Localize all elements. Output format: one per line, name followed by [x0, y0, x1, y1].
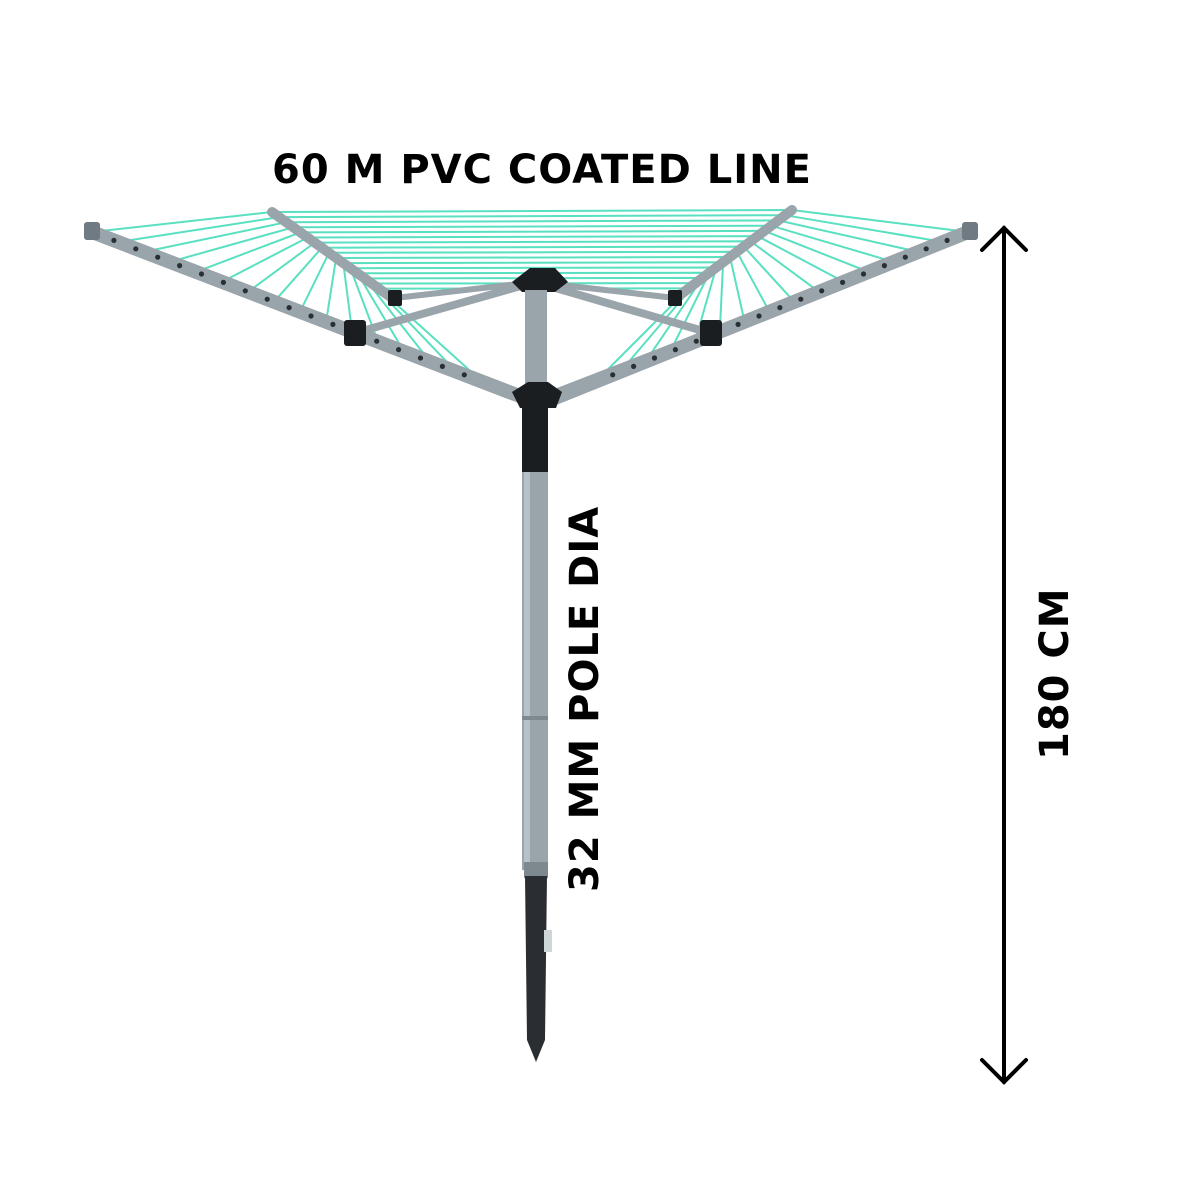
- arm-hole: [944, 237, 950, 243]
- arm-hole: [198, 271, 205, 277]
- clothesline-strand: [325, 255, 746, 323]
- arm-hole: [330, 321, 336, 327]
- pole: [512, 290, 562, 1062]
- arm-hole: [860, 271, 867, 277]
- arm-hole: [840, 279, 846, 285]
- arm-hole: [220, 279, 226, 285]
- arm-end-caps: [84, 222, 978, 240]
- arm-hole: [417, 355, 424, 361]
- arm-brackets: [344, 290, 722, 346]
- clothesline-strand: [348, 266, 718, 343]
- arm-hole: [881, 263, 888, 269]
- clothesline-strand: [195, 229, 870, 273]
- arm-hole: [798, 296, 804, 302]
- arm-hole: [396, 347, 402, 353]
- arm-hole: [610, 372, 616, 378]
- arm-hole: [777, 305, 783, 311]
- arm-hole: [651, 355, 658, 361]
- arm-hole: [308, 313, 314, 319]
- clothesline-strand: [273, 245, 796, 303]
- arm-hole: [133, 246, 139, 252]
- arm-hole: [155, 254, 161, 260]
- top-hub: [512, 268, 568, 292]
- arm-hole: [374, 338, 380, 344]
- arm-hole: [923, 246, 929, 252]
- height-label: 180 CM: [1032, 587, 1078, 760]
- height-dimension-arrow: [980, 225, 1028, 1085]
- arm-hole: [111, 237, 117, 243]
- arm-hole: [902, 254, 908, 260]
- clothesline-strand: [342, 261, 725, 332]
- arm-hole: [461, 372, 467, 378]
- clothesline-strand: [117, 214, 944, 243]
- arm-hole: [264, 296, 270, 302]
- arm-hole: [177, 263, 183, 269]
- clothesline-strand: [143, 219, 919, 253]
- arm-hole: [286, 305, 292, 311]
- arm-hole: [242, 288, 248, 294]
- arm-hole: [819, 288, 825, 294]
- line-length-label: 60 M PVC COATED LINE: [272, 147, 812, 193]
- clothesline-strand: [221, 235, 845, 283]
- clothesline-strand: [247, 240, 820, 293]
- pole-diameter-label: 32 MM POLE DIA: [562, 505, 608, 892]
- clothesline-strand: [169, 224, 894, 263]
- arm-hole: [439, 363, 445, 369]
- arm-hole: [735, 321, 741, 327]
- clothesline-strand: [91, 208, 969, 233]
- arm-hole: [672, 347, 679, 353]
- arm-hole: [631, 363, 637, 369]
- arm-hole: [756, 313, 762, 319]
- arm-hole: [693, 338, 699, 344]
- clothesline-strand: [299, 250, 771, 313]
